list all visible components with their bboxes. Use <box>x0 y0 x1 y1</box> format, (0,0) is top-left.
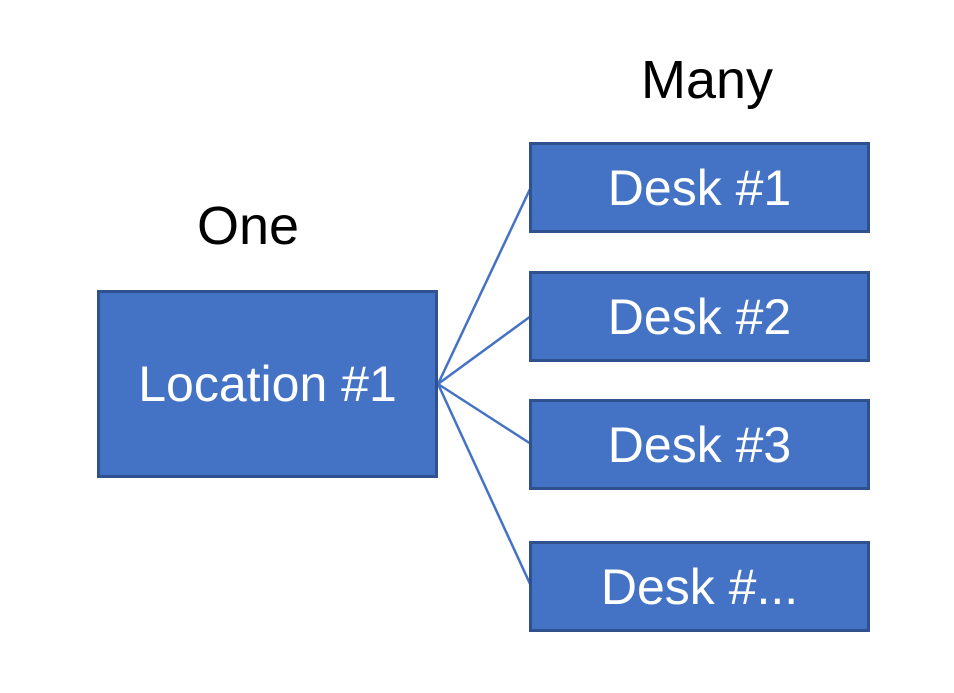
desk-box-ellipsis-label: Desk #... <box>600 558 799 615</box>
desk-box-ellipsis: Desk #... <box>529 541 870 632</box>
desk-box-1-label: Desk #1 <box>607 159 792 216</box>
connector-line-3 <box>437 382 532 446</box>
desk-box-1: Desk #1 <box>529 142 870 233</box>
desk-box-2-label: Desk #2 <box>607 288 792 345</box>
desk-box-2: Desk #2 <box>529 271 870 362</box>
connector-line-4 <box>436 383 533 587</box>
desk-box-3: Desk #3 <box>529 399 870 490</box>
cardinality-label-many: Many <box>641 50 774 110</box>
location-box: Location #1 <box>97 290 438 478</box>
cardinality-label-one: One <box>197 196 300 256</box>
desk-box-3-label: Desk #3 <box>607 416 792 473</box>
location-box-label: Location #1 <box>138 356 397 412</box>
connector-line-1 <box>436 186 533 385</box>
connector-line-2 <box>437 314 532 386</box>
